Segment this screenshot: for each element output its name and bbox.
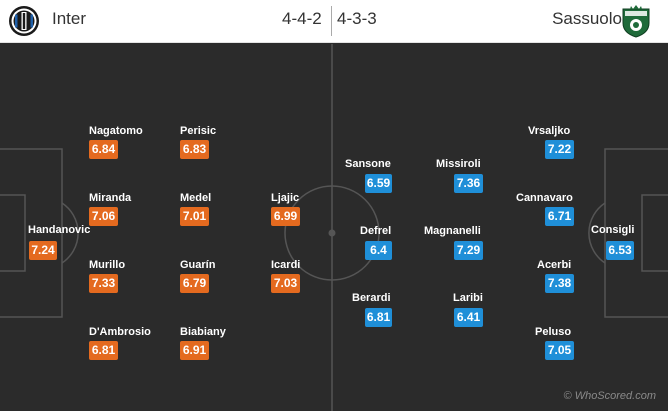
player-rating-badge: 6.83 [180, 140, 209, 159]
player-rating-badge: 7.33 [89, 274, 118, 293]
player-rating-badge: 6.79 [180, 274, 209, 293]
player-name: Acerbi [537, 259, 572, 271]
player-name: Perisic [180, 125, 217, 137]
pitch-markings [0, 44, 668, 411]
player-name: Miranda [89, 192, 132, 204]
player-name: Berardi [352, 292, 391, 304]
player-rating-badge: 6.59 [365, 174, 392, 193]
player-rating-badge: 7.03 [271, 274, 300, 293]
player-name: Cannavaro [516, 192, 573, 204]
player-rating-badge: 7.24 [29, 241, 57, 260]
player-name: Sansone [345, 158, 391, 170]
player-rating-badge: 7.06 [89, 207, 118, 226]
player-rating-badge: 6.99 [271, 207, 300, 226]
player-rating-badge: 7.29 [454, 241, 483, 260]
player-rating-badge: 6.4 [365, 241, 392, 260]
player-name: Icardi [271, 259, 301, 271]
player-name: Guarín [180, 259, 216, 271]
inter-crest-icon [9, 6, 39, 36]
player-rating-badge: 6.71 [545, 207, 574, 226]
player-name: Defrel [360, 225, 392, 237]
player-name: Handanovic [28, 224, 91, 236]
player-rating-badge: 6.53 [606, 241, 634, 260]
player-name: Missiroli [436, 158, 481, 170]
player-rating-badge: 7.38 [545, 274, 574, 293]
match-header: Inter 4-4-2 4-3-3 Sassuolo [0, 0, 668, 43]
player-name: Medel [180, 192, 212, 204]
player-name: Laribi [453, 292, 483, 304]
away-team-name: Sassuolo [552, 9, 622, 28]
home-formation: 4-4-2 [282, 9, 322, 28]
player-name: D'Ambrosio [89, 326, 151, 338]
player-name: Nagatomo [89, 125, 143, 137]
player-rating-badge: 7.01 [180, 207, 209, 226]
player-rating-badge: 7.05 [545, 341, 574, 360]
player-name: Consigli [591, 224, 635, 236]
player-rating-badge: 7.22 [545, 140, 574, 159]
player-rating-badge: 6.91 [180, 341, 209, 360]
player-name: Vrsaljko [528, 125, 571, 137]
player-rating-badge: 6.84 [89, 140, 118, 159]
away-formation: 4-3-3 [337, 9, 377, 28]
player-rating-badge: 6.81 [89, 341, 118, 360]
player-name: Biabiany [180, 326, 226, 338]
home-team-name: Inter [52, 9, 87, 28]
player-name: Ljajic [271, 192, 300, 204]
player-name: Magnanelli [424, 225, 481, 237]
formation-divider [331, 6, 332, 36]
player-rating-badge: 7.36 [454, 174, 483, 193]
sassuolo-crest-icon [622, 5, 650, 38]
player-rating-badge: 6.41 [454, 308, 483, 327]
player-name: Murillo [89, 259, 126, 271]
whoscored-watermark: © WhoScored.com [563, 390, 656, 402]
player-rating-badge: 6.81 [365, 308, 392, 327]
player-name: Peluso [535, 326, 572, 338]
